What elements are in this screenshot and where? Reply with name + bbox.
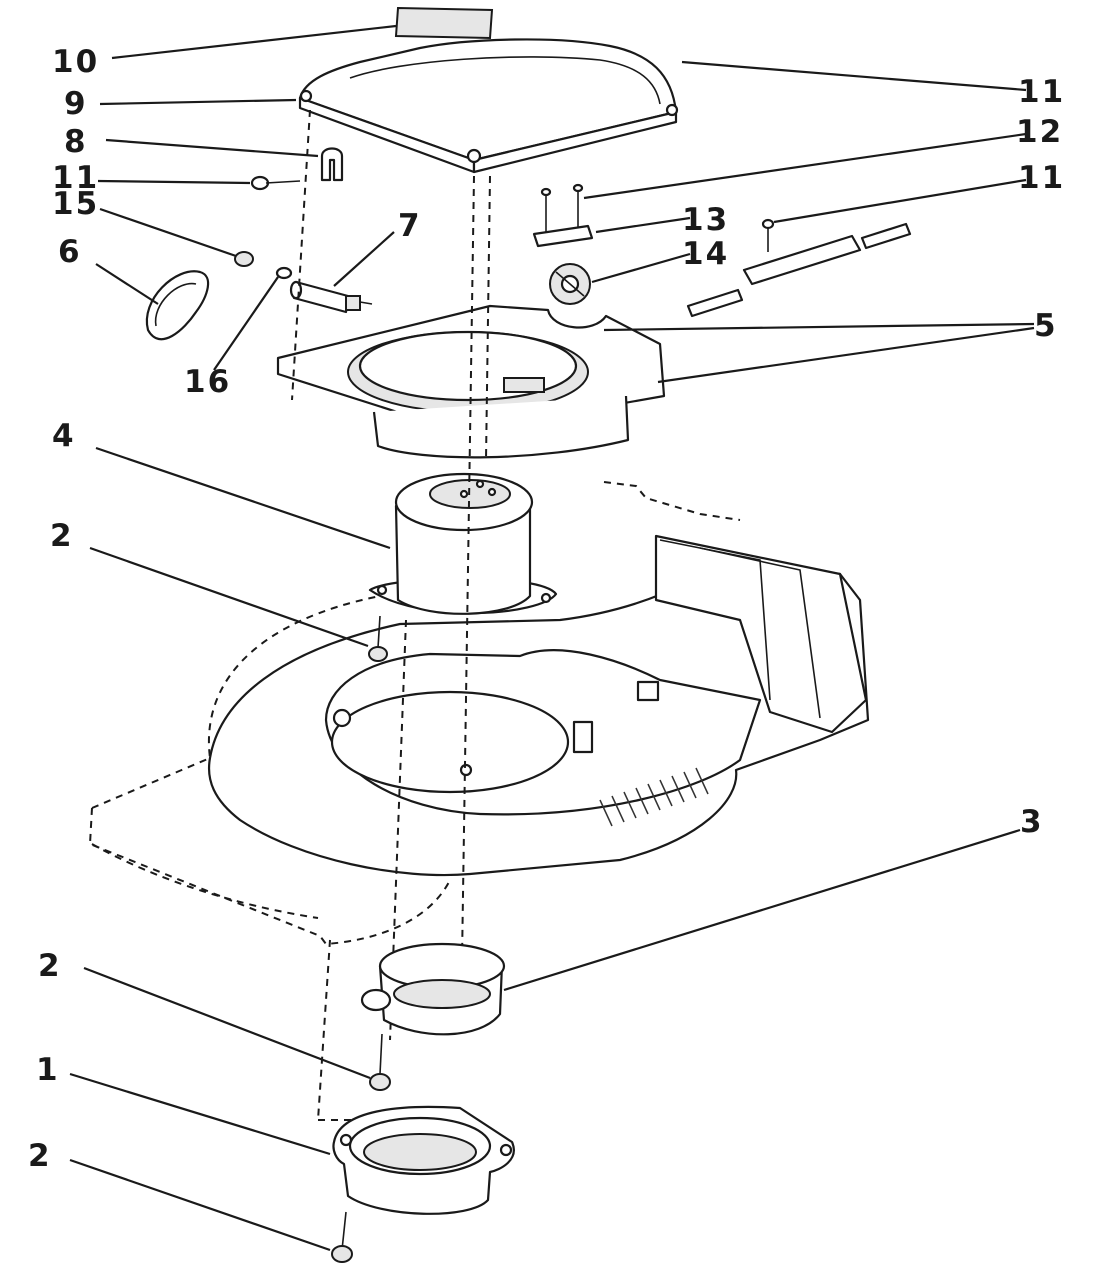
callout-8: 8 xyxy=(64,124,88,160)
part-2-screw-middle xyxy=(369,1033,391,1091)
part-10-label-plate xyxy=(394,6,494,40)
mower-deck xyxy=(88,481,870,946)
part-3-ring xyxy=(360,942,506,1036)
callout-4: 4 xyxy=(52,418,76,454)
callout-10: 10 xyxy=(52,44,99,80)
part-11-screw-left xyxy=(250,175,301,191)
callout-13: 13 xyxy=(682,202,729,238)
part-4-motor xyxy=(368,472,558,615)
part-9-top-cover xyxy=(298,38,679,174)
callout-2-upper: 2 xyxy=(50,518,74,554)
part-2-screw-upper xyxy=(368,615,388,662)
callout-5: 5 xyxy=(1034,308,1058,344)
part-2-screw-lower xyxy=(331,1211,353,1263)
part-14-cord-grip xyxy=(549,263,591,305)
part-15-nut xyxy=(234,251,254,267)
callout-labels: 10 9 8 11 15 6 7 16 11 12 11 13 14 5 4 2… xyxy=(28,44,1065,1174)
callout-11-left: 11 xyxy=(52,160,99,196)
leader-lines xyxy=(69,24,1035,1252)
part-7-switch xyxy=(289,280,373,314)
assembly-axis-lines xyxy=(291,109,491,1121)
callout-2-lower: 2 xyxy=(28,1138,52,1174)
part-8-clip xyxy=(320,147,344,182)
callout-11-right: 11 xyxy=(1018,160,1065,196)
callout-12: 12 xyxy=(1016,114,1063,150)
part-16-washer xyxy=(275,266,293,280)
part-11-cord-assembly xyxy=(686,218,912,318)
callout-14: 14 xyxy=(682,236,729,272)
part-1-ring xyxy=(332,1105,515,1215)
callout-1: 1 xyxy=(36,1052,60,1088)
callout-11-top-right: 11 xyxy=(1018,74,1065,110)
callout-6: 6 xyxy=(58,234,82,270)
part-5-housing xyxy=(276,304,666,459)
callout-9: 9 xyxy=(64,86,88,122)
callout-15: 15 xyxy=(52,186,99,222)
callout-7: 7 xyxy=(398,208,422,244)
part-12-screws xyxy=(540,183,584,232)
part-6-cover-cap xyxy=(145,270,210,341)
callout-16: 16 xyxy=(184,364,231,400)
callout-3: 3 xyxy=(1020,804,1044,840)
part-13-bracket xyxy=(532,224,594,248)
callout-2-middle: 2 xyxy=(38,948,62,984)
